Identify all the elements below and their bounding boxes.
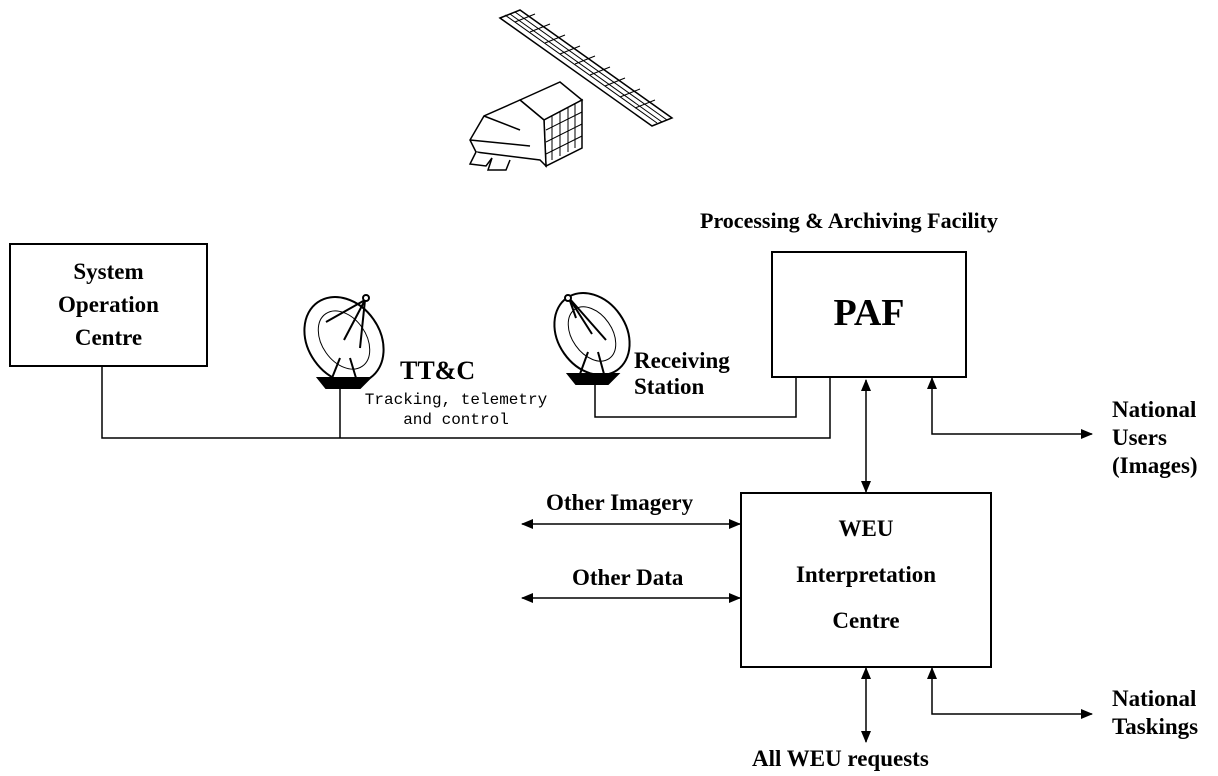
connectors xyxy=(101,366,831,439)
weu-interpretation-centre-box: WEU Interpretation Centre xyxy=(740,492,992,668)
system-operation-centre-box: System Operation Centre xyxy=(9,243,208,367)
paf-label: PAF xyxy=(833,292,905,334)
receiving-dish-antenna-icon xyxy=(553,292,631,385)
national-taskings-line-1: National xyxy=(1112,686,1197,711)
receiving-line-2: Station xyxy=(634,374,705,399)
other-data-label: Other Data xyxy=(572,565,684,590)
national-users-line-3: (Images) xyxy=(1112,453,1198,478)
paf-box: PAF xyxy=(771,251,967,378)
ttc-desc-line-2: and control xyxy=(403,411,509,429)
ttc-dish-antenna-icon xyxy=(303,294,385,389)
arrows xyxy=(521,377,1093,743)
national-users-line-1: National xyxy=(1112,397,1197,422)
national-users-line-2: Users xyxy=(1112,425,1167,450)
national-taskings-line-2: Taskings xyxy=(1112,714,1199,739)
receiving-line-1: Receiving xyxy=(634,348,730,373)
weu-line-3: Centre xyxy=(832,608,900,633)
weu-line-2: Interpretation xyxy=(795,562,937,587)
ttc-desc-line-1: Tracking, telemetry xyxy=(364,391,548,409)
soc-line-1: System xyxy=(73,259,144,284)
soc-line-2: Operation xyxy=(58,292,159,317)
soc-line-3: Centre xyxy=(74,325,143,350)
ttc-label: TT&C xyxy=(400,356,476,385)
paf-title: Processing & Archiving Facility xyxy=(700,208,998,233)
satellite-icon xyxy=(468,9,674,171)
other-imagery-label: Other Imagery xyxy=(546,490,694,515)
all-weu-requests-label: All WEU requests xyxy=(752,746,929,771)
weu-line-1: WEU xyxy=(838,516,894,541)
